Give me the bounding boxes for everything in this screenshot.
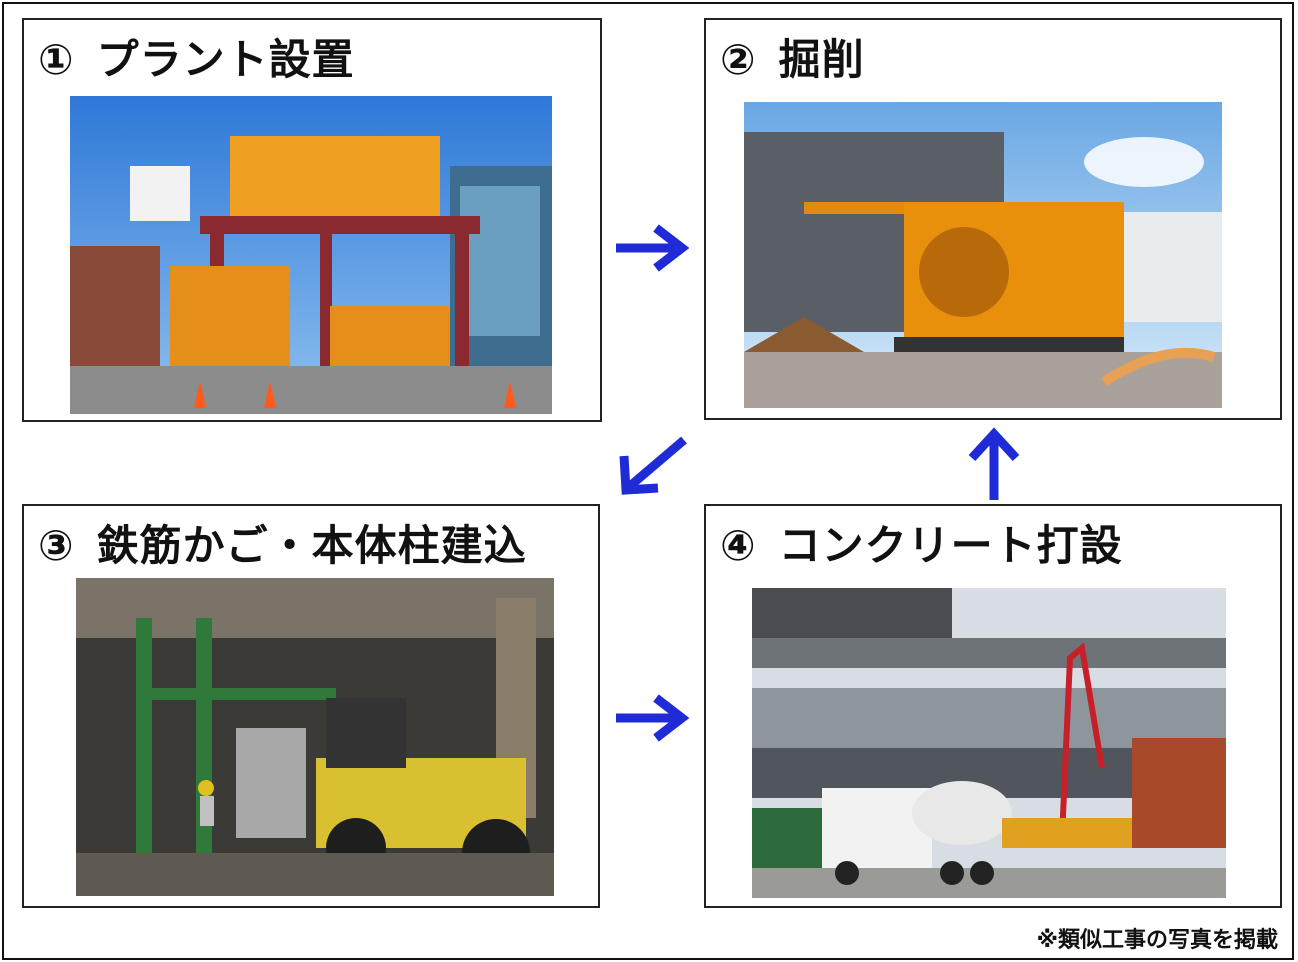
step-label-2: 掘削 <box>778 35 865 84</box>
plant-setup-photo <box>70 96 552 414</box>
step-label-1: プラント設置 <box>96 35 355 84</box>
step-panel-4: ④ コンクリート打設 <box>704 504 1282 908</box>
step-panel-2: ② 掘削 <box>704 18 1282 420</box>
step-number-2: ② <box>720 35 757 84</box>
footnote: ※類似工事の写真を掲載 <box>1036 928 1278 953</box>
step-title-1: ① プラント設置 <box>38 26 355 87</box>
step-label-3: 鉄筋かご・本体柱建込 <box>96 521 527 570</box>
step-number-3: ③ <box>38 521 75 570</box>
step-number-4: ④ <box>720 521 757 570</box>
step-label-4: コンクリート打設 <box>778 521 1123 570</box>
excavation-photo <box>744 102 1222 408</box>
arrow-right-icon-1 <box>612 222 692 274</box>
concrete-pour-photo <box>752 588 1226 898</box>
step-title-2: ② 掘削 <box>720 26 865 87</box>
arrow-up-icon <box>966 424 1022 504</box>
step-panel-3: ③ 鉄筋かご・本体柱建込 <box>22 504 600 908</box>
step-number-1: ① <box>38 35 75 84</box>
step-title-3: ③ 鉄筋かご・本体柱建込 <box>38 512 527 573</box>
step-panel-1: ① プラント設置 <box>22 18 602 422</box>
step-title-4: ④ コンクリート打設 <box>720 512 1123 573</box>
rebar-cage-photo <box>76 578 554 896</box>
arrow-down-left-icon <box>612 432 692 498</box>
arrow-right-icon-2 <box>612 692 692 744</box>
